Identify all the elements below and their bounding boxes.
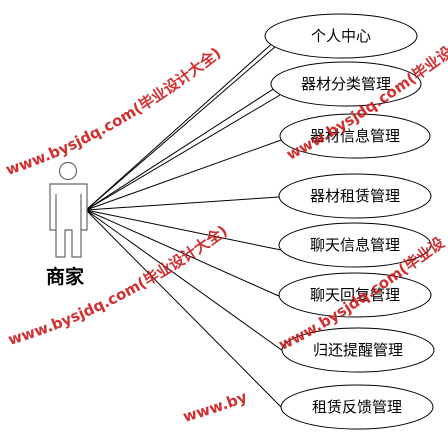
association-lines <box>85 39 285 409</box>
use-case-ellipse <box>279 113 431 159</box>
use-case: 租赁反馈管理 <box>280 384 434 430</box>
association-line <box>85 45 277 211</box>
watermark-text: www.bysjdq.com(毕业设计大全) <box>6 222 231 349</box>
association-line <box>85 209 282 251</box>
use-case-ellipse <box>278 222 432 268</box>
use-case: 聊天回复管理 <box>278 272 432 318</box>
actor-label: 商家 <box>46 265 85 288</box>
use-case-label: 聊天信息管理 <box>310 236 400 254</box>
use-case-ellipse <box>270 61 422 107</box>
watermark-text: www.bysjdq.com(毕业设计大全) <box>4 44 225 179</box>
use-case: 个人中心 <box>264 13 418 59</box>
association-line <box>85 39 277 211</box>
use-case: 聊天信息管理 <box>278 222 432 268</box>
use-case: 器材租赁管理 <box>278 173 432 219</box>
use-case-ellipse <box>278 272 432 318</box>
use-case-label: 器材分类管理 <box>301 75 391 93</box>
association-line <box>85 94 281 211</box>
association-line <box>85 138 285 211</box>
use-case-label: 租赁反馈管理 <box>312 398 402 416</box>
actor-figure <box>49 161 88 258</box>
use-case: 器材信息管理 <box>279 113 431 159</box>
use-case: 归还提醒管理 <box>281 327 435 373</box>
use-case-ellipse <box>281 327 435 373</box>
use-case-label: 器材信息管理 <box>310 127 400 145</box>
use-case-ellipse <box>278 173 432 219</box>
association-line <box>85 209 283 409</box>
actor-head <box>58 161 78 181</box>
association-line <box>85 85 279 211</box>
use-case-ellipse <box>264 13 418 59</box>
association-line <box>85 209 284 352</box>
use-case-label: 器材租赁管理 <box>310 187 400 205</box>
association-line <box>85 196 280 211</box>
use-case-ellipse <box>280 384 434 430</box>
use-case: 器材分类管理 <box>270 61 422 107</box>
use-case-label: 归还提醒管理 <box>313 341 403 359</box>
association-line <box>85 209 282 298</box>
use-case-label: 聊天回复管理 <box>310 286 400 304</box>
use-case-label: 个人中心 <box>311 27 371 45</box>
